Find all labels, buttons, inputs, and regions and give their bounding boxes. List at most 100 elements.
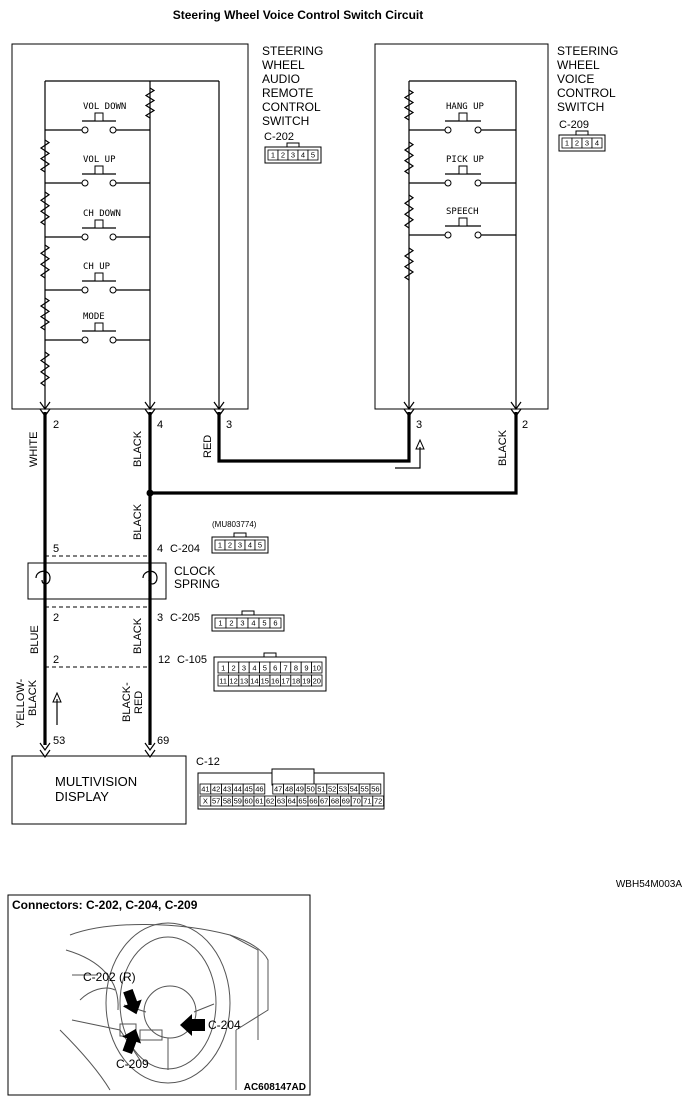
voice-switch-pick-up-contact-right <box>474 179 482 187</box>
pin-arrow-0 <box>39 401 51 411</box>
voice-switch-pick-up-contact-left <box>444 179 452 187</box>
c205-pin-4: 4 <box>251 619 255 628</box>
c204-cell-4 <box>254 539 266 551</box>
display-pin-arrow-1 <box>144 742 156 752</box>
clock-spring <box>27 562 167 600</box>
c205-label: C-205 <box>170 612 200 624</box>
arrow-c209-icon <box>122 1028 142 1055</box>
c105-latch <box>263 652 277 658</box>
c105-r2-pin-16: 16 <box>271 677 279 686</box>
c12-r1b-pin-54: 54 <box>350 785 358 794</box>
clock-spring-coil-left <box>35 570 51 585</box>
display-label-2: DISPLAY <box>55 789 109 804</box>
clock-spring-coil-right <box>142 570 158 585</box>
c12-r1b-pin-48: 48 <box>285 785 293 794</box>
clock-spring-label-2: SPRING <box>174 577 220 591</box>
c12-r1a-pin-42: 42 <box>212 785 220 794</box>
wire-red-label: RED <box>202 435 214 458</box>
c12-r2-pin-68: 68 <box>331 797 339 806</box>
voice-resistor-1 <box>403 89 415 121</box>
wire-yellow-black-label: YELLOW- BLACK <box>15 678 39 728</box>
c205-pin-1: 1 <box>218 619 222 628</box>
voice-pin-2: 2 <box>522 419 528 431</box>
c12-r2-pin-59: 59 <box>234 797 242 806</box>
c12-r1b-pin-50: 50 <box>306 785 314 794</box>
c105-r2-pin-20: 20 <box>313 677 321 686</box>
arrow-c204-icon <box>180 1014 205 1036</box>
c204-pin-2: 2 <box>228 541 232 550</box>
wire-black-label-right: BLACK <box>497 429 509 466</box>
inset-c204-label: C-204 <box>208 1018 241 1032</box>
audio-switch-ch-down-contact-right <box>109 233 117 241</box>
c12-r2-pin-58: 58 <box>223 797 231 806</box>
c12-r1b-cell-9 <box>369 783 382 795</box>
voice-switch-speech-contact-left <box>444 231 452 239</box>
c105-r1-pin-6: 6 <box>273 664 277 673</box>
c205-pin-left: 2 <box>53 612 59 624</box>
audio-switch-ch-down-cap <box>94 219 104 229</box>
splice-dot <box>146 489 154 497</box>
figure-code: WBH54M003A <box>616 879 682 890</box>
audio-name-4: REMOTE <box>262 86 313 100</box>
c105-r2-pin-11: 11 <box>219 677 227 686</box>
c205-pin-5: 5 <box>262 619 266 628</box>
audio-pin-4: 4 <box>157 419 163 431</box>
c12-r1b-pin-53: 53 <box>339 785 347 794</box>
c12-r2-pin-72: 72 <box>374 797 382 806</box>
c105-r1-pin-2: 2 <box>232 664 236 673</box>
inset-title: Connectors: C-202, C-204, C-209 <box>12 898 198 912</box>
voice-switch-hang-up-contact-left <box>444 126 452 134</box>
c209-pin-2: 2 <box>575 139 579 148</box>
pin-arrow-1 <box>144 401 156 411</box>
c12-r2-pin-65: 65 <box>298 797 306 806</box>
c205-pin-right: 3 <box>157 612 163 624</box>
c204-label: C-204 <box>170 543 200 555</box>
display-pin-arrow-lower-0 <box>39 749 51 759</box>
c12-r1a-pin-45: 45 <box>244 785 252 794</box>
audio-switch-ch-up-contact-right <box>109 286 117 294</box>
c209-pin-4: 4 <box>595 139 599 148</box>
wire-black-label-low: BLACK <box>132 617 144 654</box>
c105-pin-right: 12 <box>158 654 170 666</box>
arrow-c202-icon <box>122 989 142 1015</box>
c12-r2-pin-X: X <box>203 797 208 806</box>
wire-black-label-mid: BLACK <box>132 503 144 540</box>
c209-cell-3 <box>591 137 603 149</box>
audio-switch-ch-up-contact-left <box>81 286 89 294</box>
c205-cell-5 <box>269 617 282 629</box>
voice-resistor-ladder <box>403 89 415 281</box>
audio-switch-vol-down-cap <box>94 112 104 122</box>
c105-r1-pin-7: 7 <box>284 664 288 673</box>
display-pin-arrow-0 <box>39 742 51 752</box>
c202-pin-1: 1 <box>271 151 275 160</box>
audio-resistor-3 <box>39 244 51 279</box>
c12-r1b-pin-47: 47 <box>274 785 282 794</box>
audio-switch-vol-down-contact-right <box>109 126 117 134</box>
c105-r1-pin-5: 5 <box>263 664 267 673</box>
display-pin-69: 69 <box>157 735 169 747</box>
inset-c209-label: C-209 <box>116 1057 149 1071</box>
wire-blue-label: BLUE <box>29 625 41 654</box>
display-label-1: MULTIVISION <box>55 774 137 789</box>
dashboard-sketch <box>59 922 269 1091</box>
wire-black-red-label: BLACK- RED <box>121 682 145 722</box>
audio-switch-mode: MODE <box>45 312 150 344</box>
display-pin-arrow-lower-1 <box>144 749 156 759</box>
wire-black-label-1: BLACK <box>132 430 144 467</box>
c204-pin-4: 4 <box>248 541 252 550</box>
c105-r2-pin-12: 12 <box>229 677 237 686</box>
audio-resistor-top <box>144 87 156 119</box>
audio-switch-vol-up-label: VOL UP <box>83 155 116 165</box>
c202-label: C-202 <box>264 131 294 143</box>
voice-switch-pick-up: PICK UP <box>409 155 516 187</box>
audio-name-2: WHEEL <box>262 58 305 72</box>
c12-r1a-pin-44: 44 <box>234 785 242 794</box>
inset-c202-label: C-202 (R) <box>83 970 136 984</box>
audio-switch-vol-up-contact-left <box>81 179 89 187</box>
pin-arrow-2 <box>213 401 225 411</box>
